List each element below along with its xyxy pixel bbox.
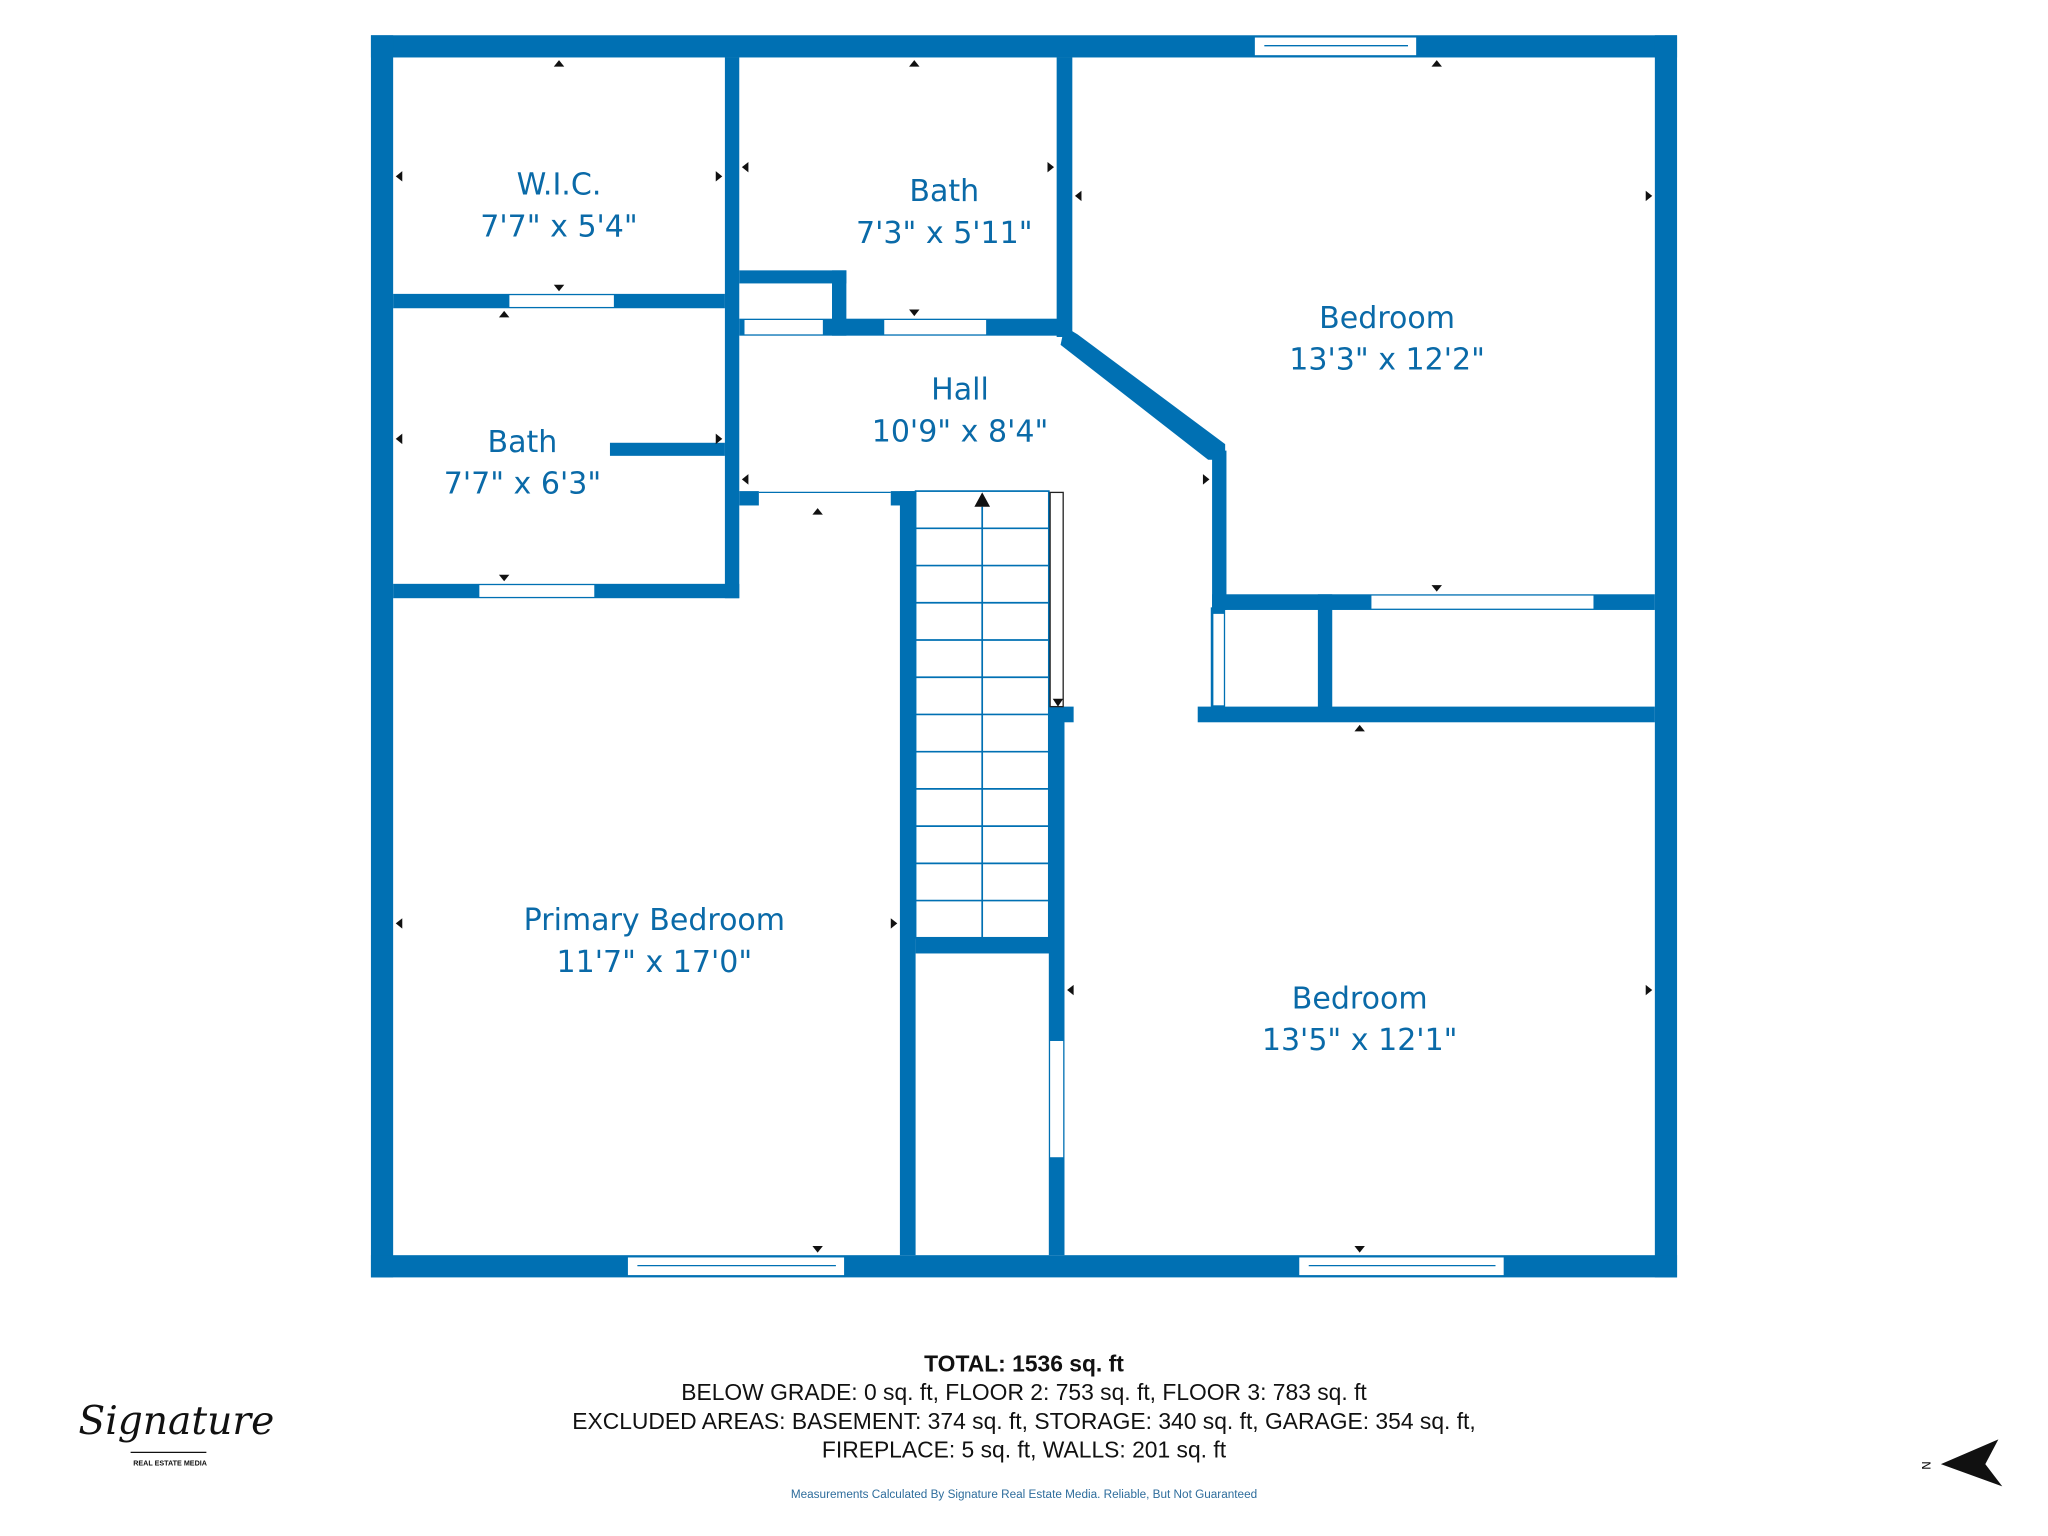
room-name: Hall — [931, 373, 989, 408]
compass-arrow-icon — [1940, 1439, 2003, 1487]
room-bedroom-upper: Bedroom 13'3" x 12'2" — [1289, 301, 1485, 378]
north-compass: N — [1919, 1439, 2003, 1487]
room-size: 7'3" x 5'11" — [856, 216, 1033, 251]
room-bath-upper: Bath 7'3" x 5'11" — [856, 174, 1033, 251]
dimension-ticks — [395, 60, 1653, 1253]
room-size: 7'7" x 6'3" — [444, 467, 601, 502]
room-size: 11'7" x 17'0" — [557, 945, 753, 980]
room-primary-bedroom: Primary Bedroom 11'7" x 17'0" — [524, 903, 785, 980]
room-size: 10'9" x 8'4" — [872, 414, 1049, 449]
excluded-areas: EXCLUDED AREAS: BASEMENT: 374 sq. ft, ST… — [572, 1408, 1476, 1434]
room-bath-left: Bath 7'7" x 6'3" — [444, 425, 601, 502]
staircase — [914, 490, 1064, 939]
room-name: W.I.C. — [517, 168, 602, 203]
room-bedroom-lower: Bedroom 13'5" x 12'1" — [1262, 981, 1458, 1058]
room-name: Bedroom — [1292, 981, 1428, 1016]
room-name: Bath — [488, 425, 558, 460]
disclaimer: Measurements Calculated By Signature Rea… — [791, 1488, 1257, 1501]
compass-label: N — [1919, 1461, 1933, 1470]
windows — [625, 35, 1506, 1278]
room-name: Primary Bedroom — [524, 903, 785, 938]
floor-areas: BELOW GRADE: 0 sq. ft, FLOOR 2: 753 sq. … — [681, 1379, 1367, 1405]
excluded-areas-cont: FIREPLACE: 5 sq. ft, WALLS: 201 sq. ft — [822, 1437, 1227, 1463]
signature-logo: Signature REAL ESTATE MEDIA — [78, 1399, 274, 1467]
area-summary: TOTAL: 1536 sq. ft BELOW GRADE: 0 sq. ft… — [572, 1350, 1476, 1501]
total-area: TOTAL: 1536 sq. ft — [924, 1350, 1124, 1376]
room-name: Bath — [909, 174, 979, 209]
room-size: 13'3" x 12'2" — [1289, 343, 1485, 378]
door-openings — [479, 295, 1594, 1158]
room-name: Bedroom — [1319, 301, 1455, 336]
room-size: 7'7" x 5'4" — [480, 209, 637, 244]
room-hall: Hall 10'9" x 8'4" — [872, 373, 1049, 450]
room-wic: W.I.C. 7'7" x 5'4" — [480, 168, 637, 245]
logo-subtitle: REAL ESTATE MEDIA — [133, 1459, 207, 1467]
room-size: 13'5" x 12'1" — [1262, 1023, 1458, 1058]
logo-script: Signature — [78, 1399, 274, 1444]
